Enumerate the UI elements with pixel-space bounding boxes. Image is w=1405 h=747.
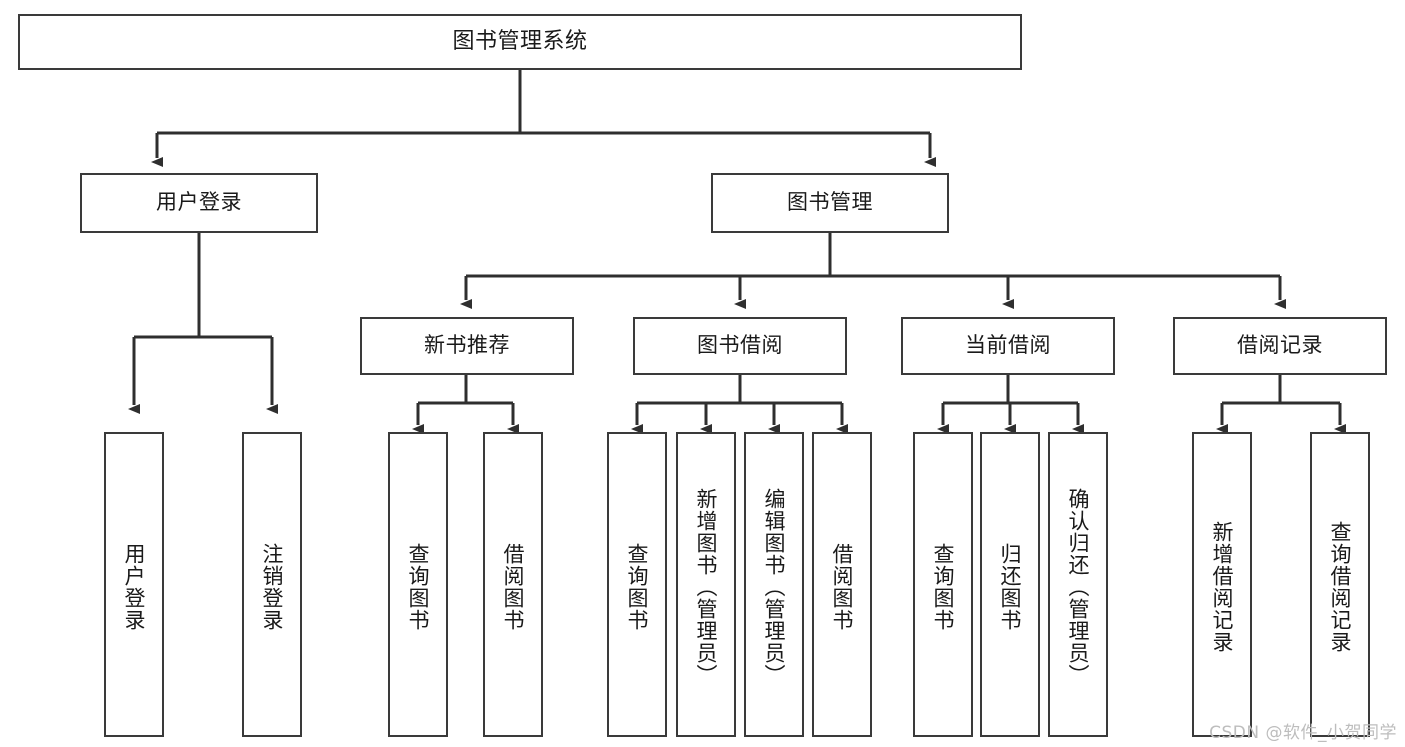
node-label: 用户登录 bbox=[156, 190, 242, 215]
leaf-add-borrow-record[interactable]: 新增借阅记录 bbox=[1192, 432, 1252, 737]
node-label: 借阅图书 bbox=[830, 542, 854, 631]
leaf-user-login[interactable]: 用户登录 bbox=[104, 432, 164, 737]
node-new-book-recommend[interactable]: 新书推荐 bbox=[360, 317, 574, 375]
node-label: 归还图书 bbox=[998, 542, 1022, 631]
leaf-return-book[interactable]: 归还图书 bbox=[980, 432, 1040, 737]
leaf-borrow-book-recommend[interactable]: 借阅图书 bbox=[483, 432, 543, 737]
node-root-book-management-system[interactable]: 图书管理系统 bbox=[18, 14, 1022, 70]
leaf-query-book-recommend[interactable]: 查询图书 bbox=[388, 432, 448, 737]
node-label: 查询图书 bbox=[625, 542, 649, 631]
node-label: 图书借阅 bbox=[697, 333, 783, 358]
leaf-add-book-admin[interactable]: 新增图书（管理员） bbox=[676, 432, 736, 737]
node-label: 用户登录 bbox=[122, 542, 146, 631]
node-label: 查询图书 bbox=[931, 542, 955, 631]
node-label: 借阅图书 bbox=[501, 542, 525, 631]
node-label: 查询借阅记录 bbox=[1328, 520, 1352, 653]
leaf-logout-login[interactable]: 注销登录 bbox=[242, 432, 302, 737]
leaf-borrow-book[interactable]: 借阅图书 bbox=[812, 432, 872, 737]
node-current-borrow[interactable]: 当前借阅 bbox=[901, 317, 1115, 375]
leaf-confirm-return-admin[interactable]: 确认归还（管理员） bbox=[1048, 432, 1108, 737]
node-label: 新增借阅记录 bbox=[1210, 520, 1234, 653]
node-label: 编辑图书（管理员） bbox=[762, 487, 786, 686]
node-label: 图书管理系统 bbox=[452, 28, 588, 54]
node-label: 当前借阅 bbox=[965, 333, 1051, 358]
node-label: 查询图书 bbox=[406, 542, 430, 631]
leaf-query-book-borrow[interactable]: 查询图书 bbox=[607, 432, 667, 737]
node-label: 确认归还（管理员） bbox=[1066, 487, 1090, 686]
leaf-query-borrow-record[interactable]: 查询借阅记录 bbox=[1310, 432, 1370, 737]
watermark: CSDN @软件_小贺同学 bbox=[1209, 723, 1397, 743]
node-borrow-record[interactable]: 借阅记录 bbox=[1173, 317, 1387, 375]
node-label: 新增图书（管理员） bbox=[694, 487, 718, 686]
node-label: 图书管理 bbox=[787, 190, 873, 215]
node-book-management[interactable]: 图书管理 bbox=[711, 173, 949, 233]
node-label: 借阅记录 bbox=[1237, 333, 1323, 358]
node-user-login[interactable]: 用户登录 bbox=[80, 173, 318, 233]
node-label: 注销登录 bbox=[260, 542, 284, 631]
node-book-borrow[interactable]: 图书借阅 bbox=[633, 317, 847, 375]
leaf-query-book-current[interactable]: 查询图书 bbox=[913, 432, 973, 737]
node-label: 新书推荐 bbox=[424, 333, 510, 358]
leaf-edit-book-admin[interactable]: 编辑图书（管理员） bbox=[744, 432, 804, 737]
